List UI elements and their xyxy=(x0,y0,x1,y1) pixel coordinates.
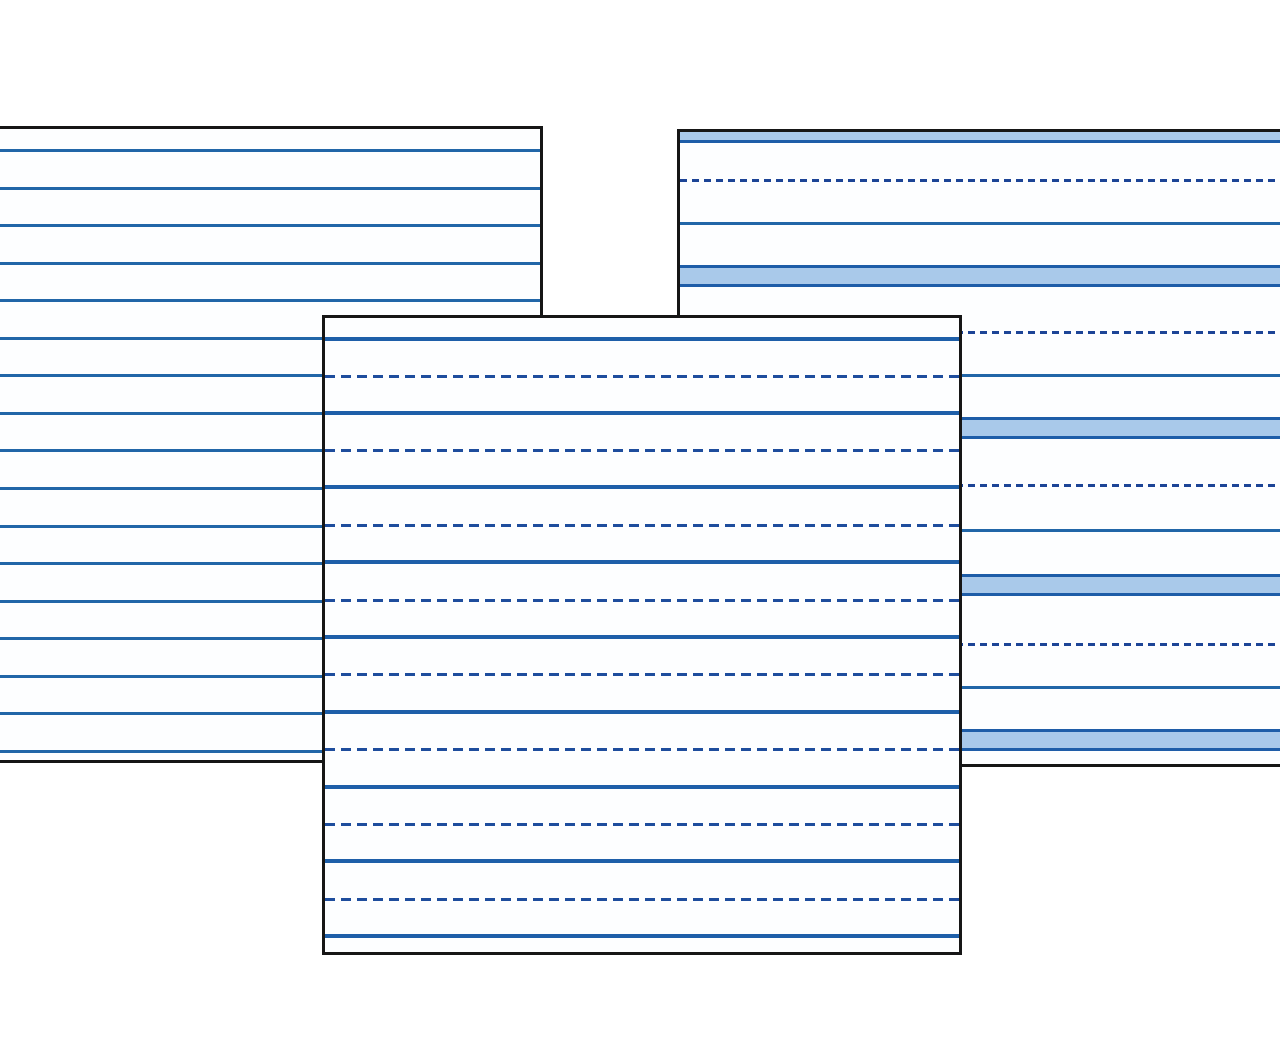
rule-line xyxy=(680,528,1280,532)
dashed-midline xyxy=(325,374,959,378)
rule-line xyxy=(0,524,540,528)
rule-line xyxy=(325,411,959,415)
rule-line xyxy=(0,148,540,152)
dashed-midline xyxy=(325,672,959,676)
rule-line xyxy=(325,785,959,789)
dashed-midline xyxy=(325,448,959,452)
dashed-midline xyxy=(680,642,1280,646)
rule-line xyxy=(325,485,959,489)
dashed-midline xyxy=(680,330,1280,334)
dashed-midline xyxy=(325,747,959,751)
rule-line xyxy=(325,337,959,341)
dashed-midline xyxy=(325,523,959,527)
dashed-practice-paper-sheet xyxy=(322,315,962,955)
rule-line xyxy=(0,599,540,603)
rule-line xyxy=(0,448,540,452)
rule-line xyxy=(680,221,1280,225)
rule-line xyxy=(325,934,959,938)
dashed-midline xyxy=(325,897,959,901)
rule-line xyxy=(0,336,540,340)
highlight-band-partial xyxy=(680,132,1280,143)
rule-line xyxy=(0,486,540,490)
rule-line xyxy=(0,298,540,302)
rule-line xyxy=(0,749,540,753)
dashed-midline xyxy=(680,483,1280,487)
dashed-midline xyxy=(680,178,1280,182)
rule-line xyxy=(0,636,540,640)
rule-line xyxy=(325,710,959,714)
highlight-band xyxy=(680,265,1280,287)
rule-line xyxy=(0,711,540,715)
rule-line xyxy=(680,685,1280,689)
rule-line xyxy=(0,674,540,678)
rule-line xyxy=(0,373,540,377)
rule-line xyxy=(0,186,540,190)
rule-line xyxy=(0,411,540,415)
rule-line xyxy=(0,561,540,565)
rule-line xyxy=(0,261,540,265)
rule-line xyxy=(325,635,959,639)
rule-line xyxy=(325,560,959,564)
dashed-midline xyxy=(325,598,959,602)
rule-line xyxy=(680,373,1280,377)
rule-line xyxy=(325,859,959,863)
dashed-midline xyxy=(325,822,959,826)
rule-line xyxy=(0,223,540,227)
